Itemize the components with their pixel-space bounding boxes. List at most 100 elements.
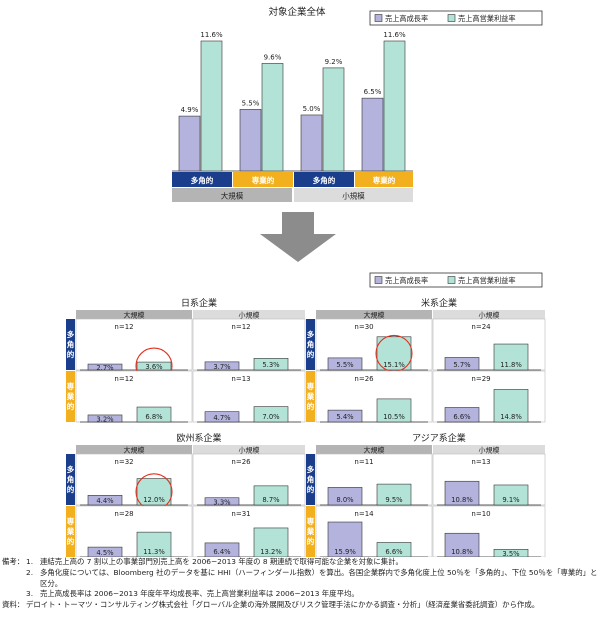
bar-value-label: 10.8% [451, 496, 473, 504]
panel-title: アジア系企業 [412, 432, 466, 444]
bar-margin [253, 406, 289, 423]
scale-header-label: 大規模 [364, 311, 385, 320]
bar-margin [136, 478, 172, 506]
bar-value-label: 2.7% [96, 364, 114, 372]
bar-growth [327, 487, 363, 506]
bar-value-label: 5.3% [262, 361, 280, 369]
scale-label-large: 大規模 [221, 191, 244, 201]
bar-value-label: 5.4% [336, 413, 354, 421]
bar-margin [136, 361, 172, 371]
legend-label-margin: 売上高営業利益率 [458, 276, 516, 285]
bar-value-label: 15.1% [383, 361, 405, 369]
bar-margin [376, 336, 412, 371]
panel-3: 欧州系企業大規模小規模4.4%12.0%n=323.3%8.7%n=264.5%… [66, 432, 306, 557]
row-label-char: 的 [67, 484, 75, 494]
scale-header-large [316, 445, 432, 454]
bar-margin [322, 67, 345, 172]
n-label: n=24 [471, 323, 491, 331]
panel-title: 米系企業 [421, 297, 457, 309]
cell-frame [75, 318, 193, 371]
row-label-char: 多 [67, 329, 75, 339]
notes-section: 備考： 1. 連結売上高の 7 割以上の事業部門別売上高を 2006−2013 … [2, 557, 598, 611]
bar-value-label: 3.3% [213, 498, 231, 506]
n-label: n=12 [114, 323, 133, 331]
note-3: 3. 売上高成長率は 2006−2013 年度年平均成長率、売上高営業利益率は … [2, 589, 598, 600]
bar-growth [300, 114, 323, 172]
bar-growth [87, 495, 123, 506]
scale-header-label: 大規模 [124, 446, 145, 455]
scale-label-small: 小規模 [342, 191, 365, 201]
row-label-box [66, 371, 75, 422]
row-label-char: 的 [307, 401, 315, 411]
bar-value-label: 9.5% [385, 496, 403, 504]
note-number: 2. [26, 567, 34, 577]
bar-growth [87, 363, 123, 371]
bar-value-label: 8.0% [336, 496, 354, 504]
category-box [355, 172, 413, 187]
n-label: n=29 [471, 375, 490, 383]
bar-value-label: 4.7% [213, 414, 231, 422]
row-label-char: 的 [67, 401, 75, 411]
bar-margin [493, 484, 529, 506]
bar-value-label: 14.8% [500, 413, 522, 421]
bar-growth [327, 409, 363, 423]
bar-growth [239, 109, 262, 172]
bar-value-label: 6.8% [145, 413, 163, 421]
n-label: n=26 [231, 458, 251, 466]
row-label-char: 的 [67, 536, 75, 546]
n-label: n=28 [114, 510, 133, 518]
scale-header-small [433, 445, 545, 454]
legend-label-margin: 売上高営業利益率 [458, 14, 516, 23]
bar-value-label: 9.1% [502, 496, 520, 504]
legend-box [369, 272, 543, 288]
bar-margin [376, 483, 412, 506]
scale-header-small [433, 310, 545, 319]
note-1: 備考： 1. 連結売上高の 7 割以上の事業部門別売上高を 2006−2013 … [2, 557, 598, 568]
row-label-char: 専 [67, 381, 75, 391]
bar-value-label: 3.6% [145, 363, 163, 371]
bar-margin [200, 40, 223, 172]
scale-header-label: 小規模 [239, 446, 260, 455]
bar-value-label: 10.5% [383, 413, 405, 421]
bar-value-label: 9.6% [264, 53, 282, 61]
bar-value-label: 4.9% [181, 106, 199, 114]
bar-value-label: 3.7% [213, 363, 231, 371]
row-label-box [306, 454, 315, 505]
bar-value-label: 7.0% [262, 413, 280, 421]
bar-value-label: 11.3% [143, 548, 165, 556]
legend-swatch-margin [447, 276, 456, 284]
n-label: n=31 [231, 510, 250, 518]
bar-margin [136, 531, 172, 557]
bar-growth [204, 411, 240, 423]
bar-value-label: 15.9% [334, 548, 356, 556]
bar-margin [493, 389, 529, 423]
bar-growth [327, 521, 363, 557]
bar-growth [444, 357, 480, 371]
bar-value-label: 4.5% [96, 549, 114, 557]
row-label-char: 的 [307, 536, 315, 546]
row-label-char: 業 [306, 526, 315, 536]
source-label: 資料： [2, 600, 25, 610]
note-number: 1. [26, 557, 34, 566]
scale-header-small [193, 445, 305, 454]
bar-value-label: 5.5% [242, 99, 260, 107]
bar-value-label: 5.5% [336, 361, 354, 369]
scale-header-label: 小規模 [239, 311, 260, 320]
n-label: n=13 [231, 375, 250, 383]
note-text: 売上高成長率は 2006−2013 年度年平均成長率、売上高営業利益率は 200… [40, 589, 359, 599]
scale-header-large [76, 445, 192, 454]
scale-bar-large [172, 188, 292, 202]
bar-value-label: 6.6% [385, 548, 403, 556]
bar-margin [253, 527, 289, 557]
bar-value-label: 12.0% [143, 496, 165, 504]
category-label: 多角的 [191, 175, 214, 185]
bar-growth [204, 361, 240, 371]
row-label-char: 多 [307, 464, 315, 474]
notes-label: 備考： [2, 557, 25, 566]
bar-value-label: 11.8% [500, 361, 522, 369]
row-label-box [306, 506, 315, 557]
source-text: デロイト・トーマツ・コンサルティング株式会社「グローバル企業の海外展開及びリスク… [26, 600, 540, 610]
row-label-box [66, 319, 75, 370]
category-box [233, 172, 293, 187]
note-number: 3. [26, 589, 34, 599]
